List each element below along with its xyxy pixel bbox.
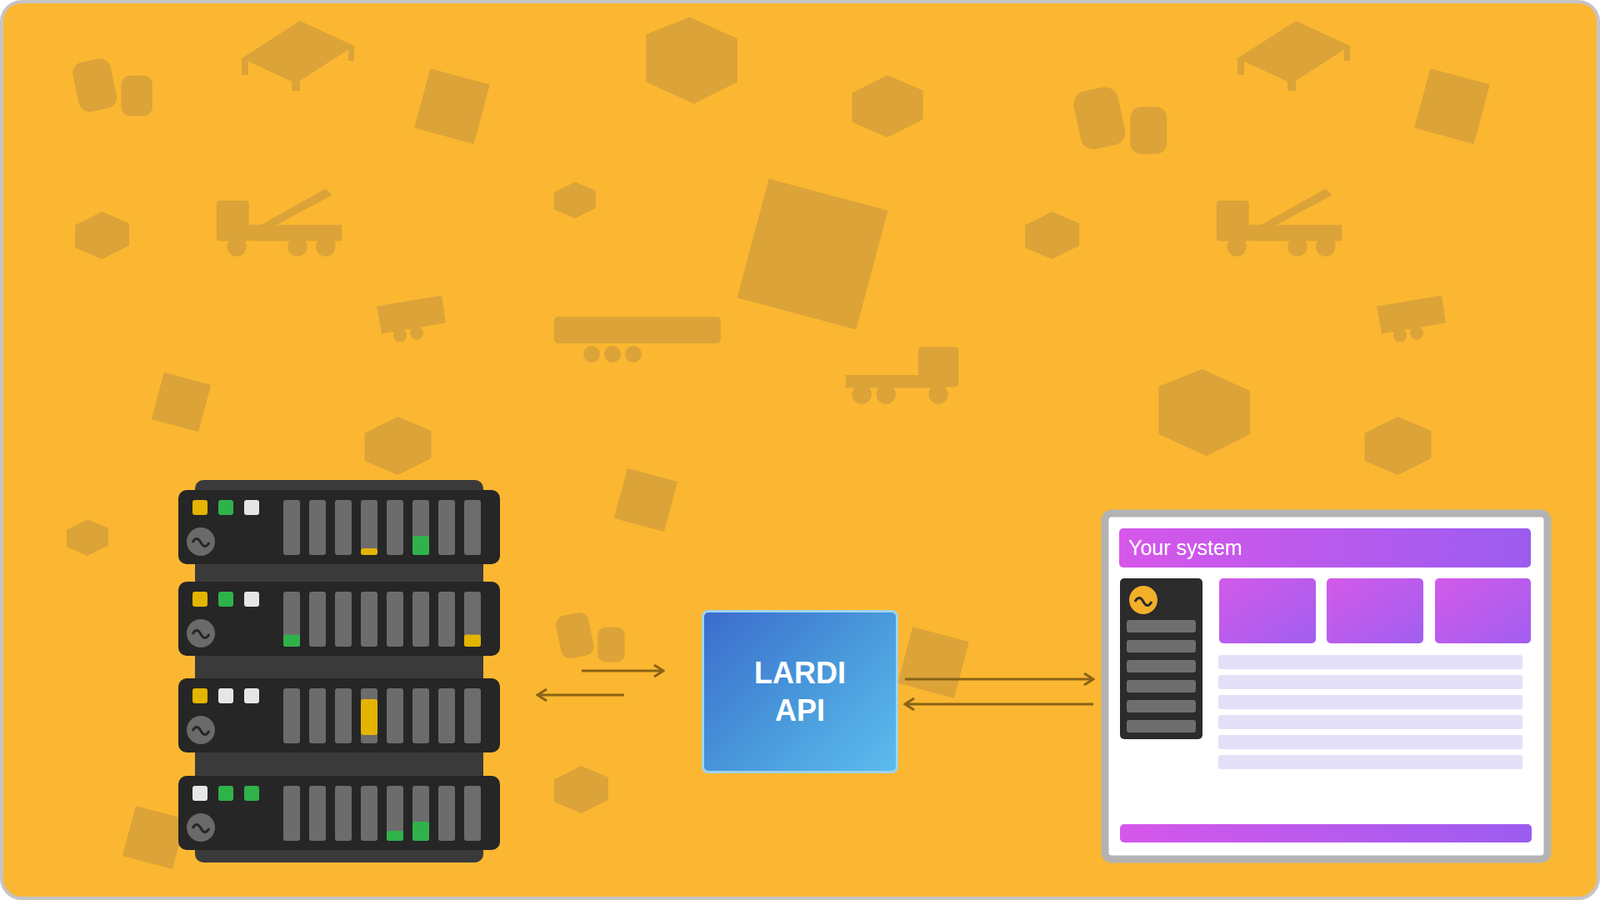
system-window — [1105, 513, 1548, 860]
api-label: LARDI API — [754, 654, 846, 730]
server-unit — [178, 490, 500, 565]
server-unit — [178, 775, 500, 850]
server-unit — [178, 678, 500, 753]
window-title: Your system — [1128, 528, 1243, 568]
api-box: LARDI API — [701, 610, 899, 774]
system-window: Your system — [1101, 510, 1551, 863]
flow-arrow — [905, 703, 1094, 706]
server-unit — [178, 581, 500, 656]
flow-arrow — [905, 678, 1094, 681]
server-api-arrows — [537, 670, 664, 695]
server-rack — [178, 480, 500, 863]
